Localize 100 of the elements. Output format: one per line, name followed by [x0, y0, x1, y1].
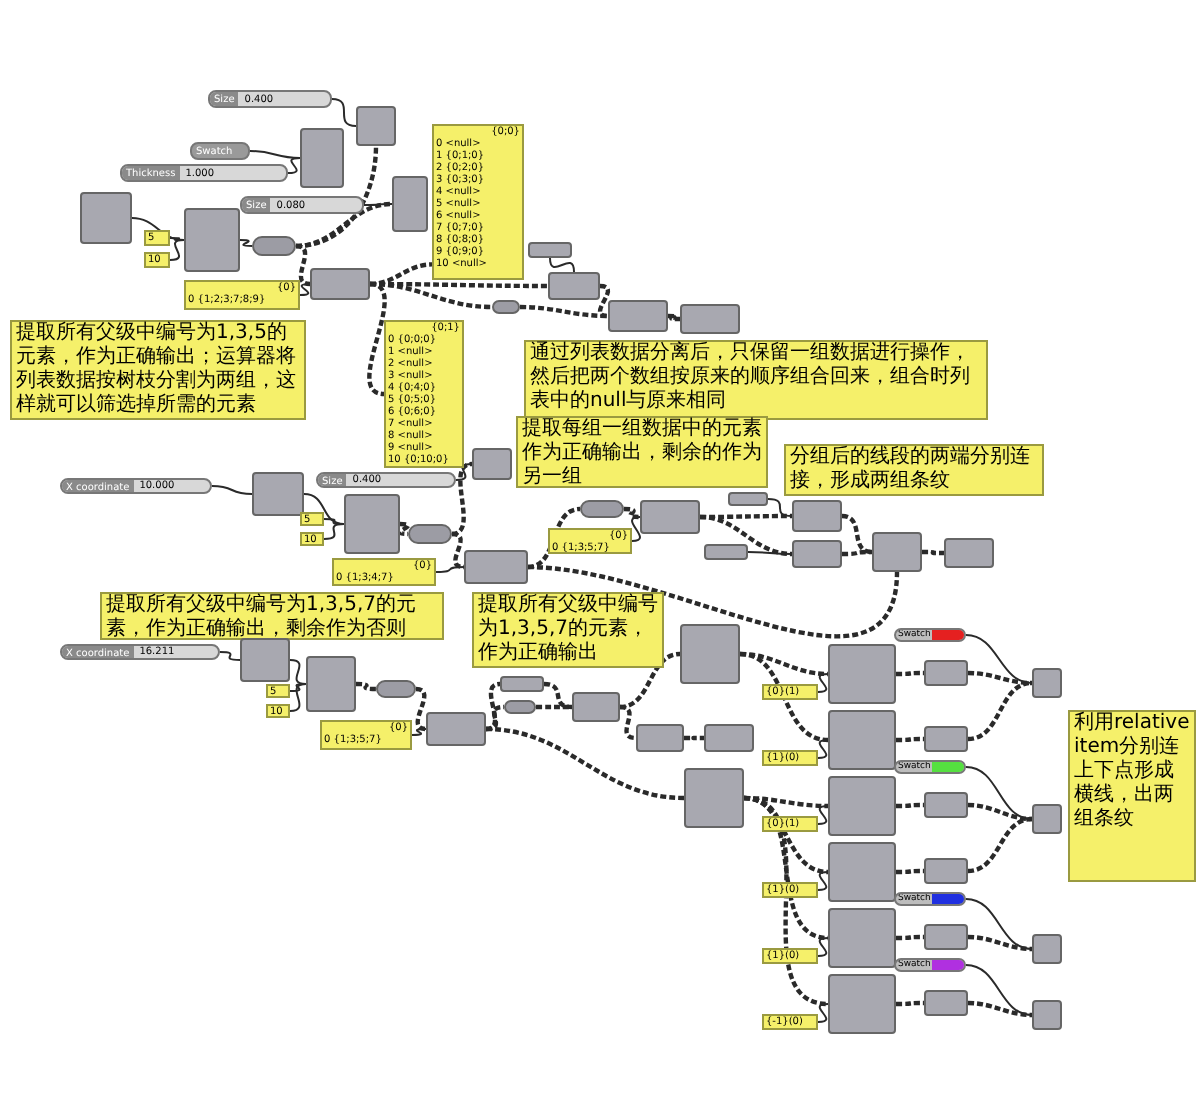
component-box — [704, 544, 748, 560]
component-box — [572, 692, 620, 722]
wire — [249, 150, 301, 159]
wire — [631, 516, 641, 542]
wire — [967, 816, 1033, 874]
number-slider — [60, 478, 212, 494]
component-box — [924, 990, 968, 1016]
wire — [896, 802, 924, 809]
wire — [411, 728, 427, 736]
wire — [451, 461, 473, 537]
wire — [922, 549, 944, 556]
component-box — [828, 908, 896, 968]
wire — [841, 513, 873, 555]
wire — [543, 681, 573, 710]
number-slider — [60, 644, 220, 660]
number-slider — [120, 164, 288, 182]
capsule-component — [504, 700, 536, 714]
wire — [896, 736, 924, 743]
wire — [598, 283, 610, 319]
capsule-component — [408, 524, 452, 544]
number-slider — [208, 90, 332, 108]
note-text: 提取所有父级中编号为1,3,5,7的元素，作为正确输出，剩余作为否则 — [106, 594, 418, 642]
capsule-component — [580, 500, 624, 518]
wire — [967, 934, 1033, 952]
component-box — [828, 842, 896, 902]
wire — [667, 313, 681, 322]
component-box — [306, 656, 356, 712]
wire — [527, 564, 900, 639]
note-text: 提取每组一组数据中的元素作为正确输出，剩余的作为另一组 — [522, 418, 762, 490]
note-text: 利用relative item分别连上下点形成横线，出两组条纹 — [1074, 712, 1190, 832]
number-slider — [240, 196, 364, 214]
wire — [965, 964, 1033, 1016]
wire — [287, 157, 301, 174]
wire — [398, 521, 410, 537]
wire — [967, 1000, 1033, 1018]
wire — [896, 670, 924, 677]
wire — [289, 659, 307, 685]
data-panel — [548, 528, 632, 554]
wire — [817, 871, 829, 891]
data-panel — [384, 320, 464, 468]
wire — [295, 201, 393, 249]
component-box — [640, 500, 700, 534]
note-text: 分组后的线段的两端分别连接，形成两组条纹 — [790, 446, 1032, 494]
component-box — [472, 448, 512, 480]
component-box — [704, 724, 754, 752]
component-box — [252, 472, 304, 516]
wire — [527, 506, 581, 570]
wire — [219, 651, 241, 661]
wire — [965, 634, 1033, 684]
wire — [355, 681, 377, 692]
wire — [323, 523, 345, 540]
wire — [289, 683, 307, 692]
wire — [415, 686, 427, 732]
component-box — [924, 726, 968, 752]
component-box — [1032, 668, 1062, 698]
capsule-component — [252, 236, 296, 256]
component-box — [528, 242, 572, 258]
component-box — [944, 538, 994, 568]
component-box — [392, 176, 428, 232]
wire — [303, 493, 345, 525]
component-box — [828, 776, 896, 836]
wire — [239, 239, 253, 247]
component-box — [924, 660, 968, 686]
component-box — [828, 710, 896, 770]
component-box — [608, 300, 668, 332]
note-text: 提取所有父级中编号为1,3,5的元素，作为正确输出；运算器将列表数据按树枝分割为两组，这样就可以筛选掉所需的元素 — [16, 322, 298, 418]
wire — [896, 934, 924, 941]
component-box — [356, 106, 396, 146]
component-box — [300, 128, 344, 188]
wire — [739, 651, 829, 743]
wire — [817, 739, 829, 759]
wire — [817, 937, 829, 957]
wire — [767, 498, 793, 517]
component-box — [1032, 1000, 1062, 1030]
data-panel — [432, 124, 524, 280]
wire — [169, 237, 185, 241]
component-box — [426, 712, 486, 746]
component-box — [872, 532, 922, 572]
wire — [331, 98, 357, 127]
data-panel — [332, 558, 436, 586]
number-slider — [316, 472, 456, 488]
wire — [743, 795, 829, 1007]
wire — [743, 795, 829, 875]
wire — [455, 463, 473, 481]
component-box — [792, 540, 842, 568]
component-box — [792, 500, 842, 532]
wire — [363, 203, 393, 206]
component-box — [680, 304, 740, 334]
wire — [299, 283, 311, 296]
wire — [549, 257, 575, 273]
component-box — [924, 924, 968, 950]
wire — [747, 551, 793, 555]
note-text: 提取所有父级中编号为1,3,5,7的元素，作为正确输出 — [478, 594, 658, 666]
wire — [699, 514, 793, 557]
component-box — [500, 676, 544, 692]
wire — [817, 673, 829, 693]
component-box — [1032, 804, 1062, 834]
component-box — [684, 768, 744, 828]
component-box — [548, 272, 600, 300]
wire — [896, 1000, 924, 1007]
